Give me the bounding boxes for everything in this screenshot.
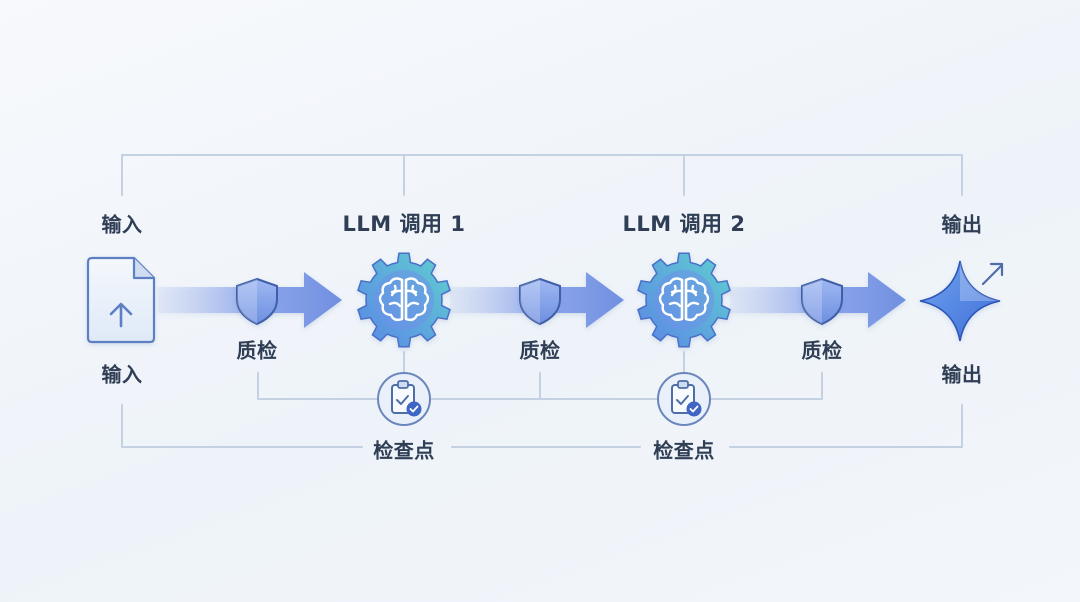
upload-document-icon xyxy=(86,256,156,344)
quality-check-label: 质检 xyxy=(519,338,561,363)
shield-icon xyxy=(801,277,843,326)
top-inner-connector xyxy=(403,154,685,196)
gear-hub xyxy=(374,270,434,330)
brain-icon xyxy=(378,277,430,322)
gear-hub xyxy=(654,270,714,330)
brain-gear-icon xyxy=(637,252,731,348)
shield-icon xyxy=(236,277,278,326)
brain-gear-icon xyxy=(357,252,451,348)
input-label-top: 输入 xyxy=(101,212,143,237)
llm-call-2-label: LLM 调用 2 xyxy=(622,212,746,236)
shield-icon xyxy=(519,277,561,326)
llm-call-1-label: LLM 调用 1 xyxy=(342,212,466,236)
clipboard-check-icon xyxy=(657,372,711,426)
output-label-top: 输出 xyxy=(941,212,983,237)
clipboard-check-icon xyxy=(377,372,431,426)
quality-check-label: 质检 xyxy=(801,338,843,363)
connector-lines xyxy=(121,154,963,448)
quality-check-label: 质检 xyxy=(236,338,278,363)
checkpoint-label: 检查点 xyxy=(373,438,435,463)
top-outer-connector xyxy=(121,154,963,196)
brain-icon xyxy=(658,277,710,322)
bottom-mid-connector-2 xyxy=(539,372,823,400)
sparkle-star-icon xyxy=(919,260,1001,342)
input-label-bottom: 输入 xyxy=(101,362,143,387)
bottom-outer-connector xyxy=(121,404,963,448)
output-label-bottom: 输出 xyxy=(941,362,983,387)
arrow-up-right-icon xyxy=(981,262,1004,286)
checkpoint-label: 检查点 xyxy=(653,438,715,463)
